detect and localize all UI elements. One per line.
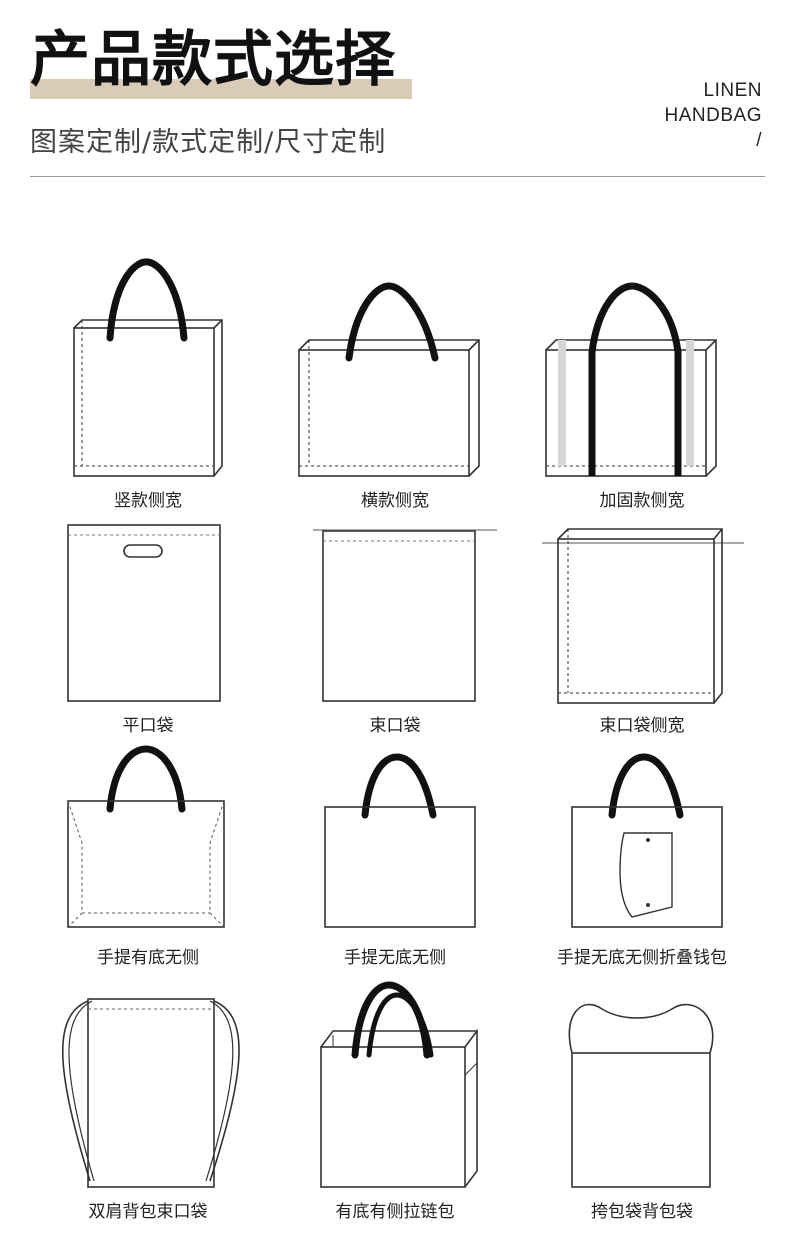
style-label: 束口袋 [369,716,421,736]
style-label: 手提有底无侧 [97,948,199,968]
brand-line-1: LINEN [703,80,762,101]
page-subtitle: 图案定制/款式定制/尺寸定制 [30,127,387,158]
style-card: 横款侧宽 [275,240,515,511]
style-card: 挎包袋背包袋 [522,975,762,1225]
reinforced-tote-with-gusset-icon [545,282,717,477]
header-divider [30,176,765,177]
drawstring-backpack-icon [62,998,240,1188]
style-label: 有底有侧拉链包 [335,1202,455,1222]
tall-tote-with-gusset-icon [73,258,223,477]
style-card: 束口袋侧宽 [522,505,762,755]
title-block: 产品款式选择 [30,22,412,99]
zipper-tote-icon [320,981,478,1188]
brand-line-2: HANDBAG [664,105,762,126]
flat-tote-icon [324,753,476,928]
foldable-tote-with-pouch-icon [571,753,723,928]
wide-tote-with-gusset-icon [298,282,480,477]
style-card: 手提无底无侧 [275,745,515,995]
style-card: 双肩背包束口袋 [28,975,268,1225]
style-card: 竖款侧宽 [28,240,268,511]
style-card: 加固款侧宽 [522,240,762,511]
style-label: 手提无底无侧 [344,948,446,968]
page-header: 产品款式选择 图案定制/款式定制/尺寸定制 LINEN HANDBAG / [0,0,790,180]
style-label: 横款侧宽 [361,491,429,511]
drawstring-bag-icon [313,529,497,702]
shoulder-bag-icon [568,1003,714,1188]
style-card: 手提有底无侧 [28,745,268,995]
tote-with-bottom-icon [67,745,225,928]
style-card: 有底有侧拉链包 [275,975,515,1225]
style-label: 平口袋 [122,716,174,736]
style-label: 手提无底无侧折叠钱包 [557,948,727,968]
style-label: 加固款侧宽 [599,491,685,511]
style-card: 平口袋 [28,505,268,755]
style-label: 束口袋侧宽 [599,716,685,736]
brand-mark: LINEN HANDBAG / [665,78,762,153]
style-label: 双肩背包束口袋 [88,1202,208,1222]
style-label: 挎包袋背包袋 [591,1202,693,1222]
die-cut-flat-bag-icon [67,524,221,702]
title-highlight-bar [30,79,412,99]
style-label: 竖款侧宽 [114,491,182,511]
style-card: 手提无底无侧折叠钱包 [522,745,762,995]
page-title: 产品款式选择 [30,25,396,95]
brand-line-3: / [756,130,762,151]
style-card: 束口袋 [275,505,515,755]
drawstring-bag-with-gusset-icon [542,528,744,704]
